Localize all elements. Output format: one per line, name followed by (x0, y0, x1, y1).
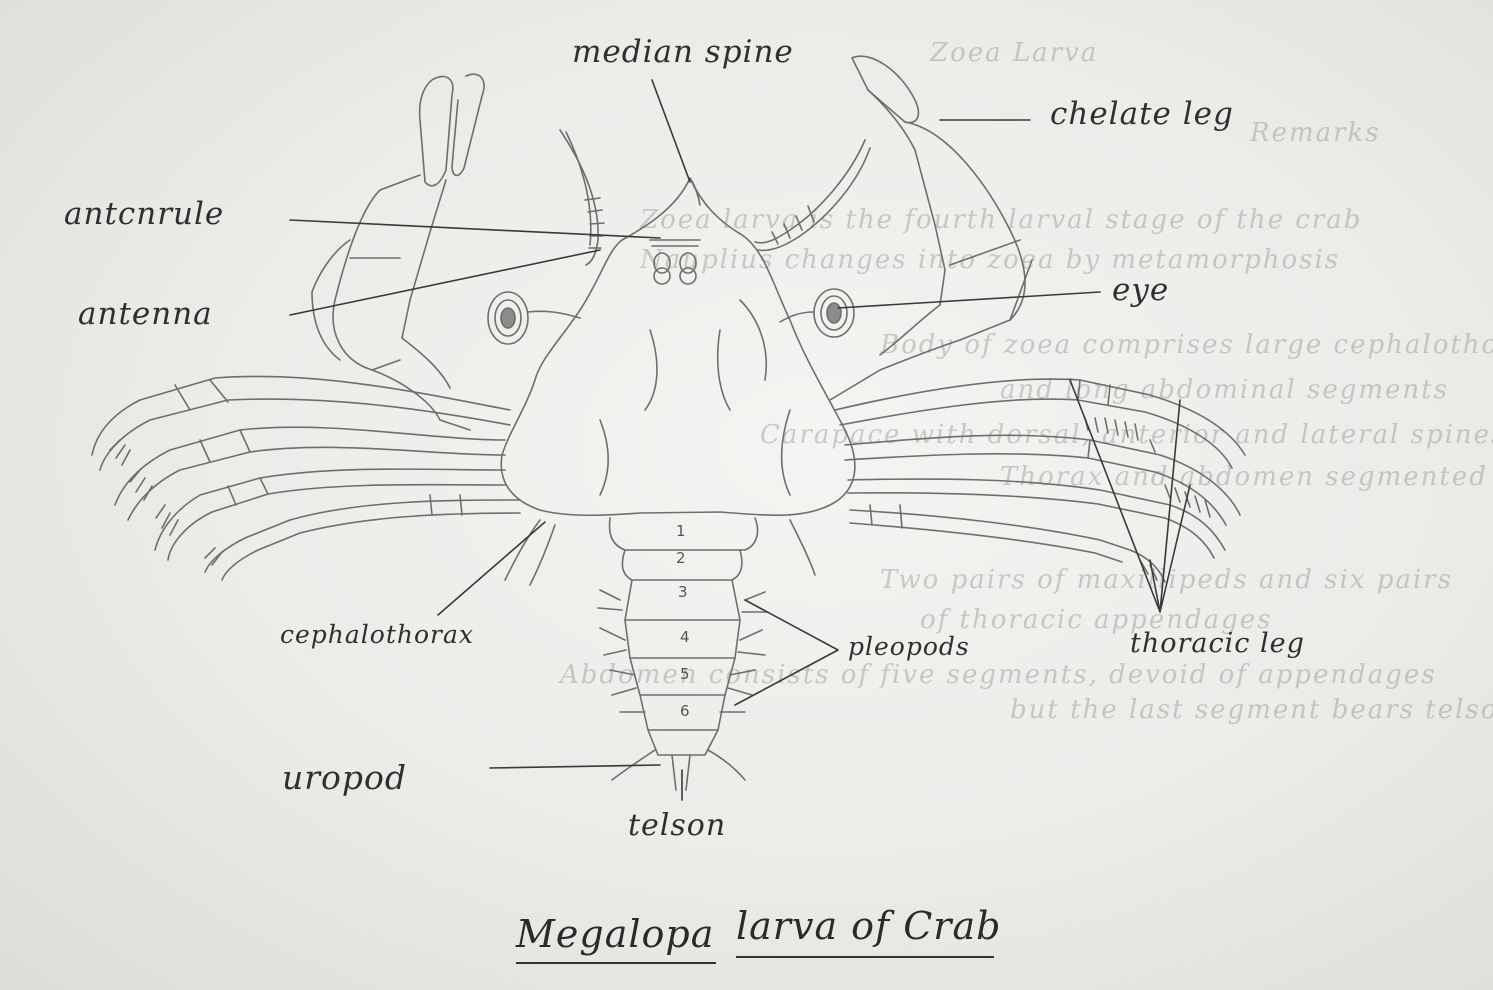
label-pleopods: pleopods (848, 632, 970, 661)
antenna-pointer (290, 250, 600, 315)
pleopods-pointer (735, 600, 838, 705)
segment-number: 3 (678, 583, 688, 601)
uropod-pointer (490, 765, 660, 768)
segment-number: 5 (680, 665, 690, 683)
label-antenna: antenna (78, 296, 213, 332)
label-chelate-leg: chelate leg (1050, 96, 1234, 132)
label-eye: eye (1112, 272, 1169, 308)
segment-number: 6 (680, 702, 690, 720)
label-uropod: uropod (282, 758, 407, 797)
antenna-pair (560, 130, 870, 265)
label-antennule: antcnrule (64, 196, 224, 232)
right-eye (780, 289, 854, 337)
segment-number: 4 (680, 628, 690, 646)
segment-number: 1 (676, 522, 686, 540)
label-thoracic-leg: thoracic leg (1130, 628, 1305, 659)
segment-number: 2 (676, 549, 686, 567)
left-eye (488, 292, 580, 344)
label-telson: telson (628, 808, 726, 843)
title-underline (516, 962, 716, 964)
left-chelate-leg (312, 74, 484, 430)
cephalothorax-pointer (438, 522, 545, 615)
diagram-title-part1: Megalopa (516, 912, 714, 956)
eye-pointer (838, 292, 1100, 308)
right-chelate-leg (830, 56, 1032, 400)
label-median-spine: median spine (572, 34, 794, 70)
median-spine-pointer (652, 80, 690, 182)
right-thoracic-legs (835, 379, 1245, 582)
label-cephalothorax: cephalothorax (280, 620, 474, 649)
diagram-title-part2: larva of Crab (736, 904, 1001, 948)
title-underline (736, 956, 994, 958)
maxilliped-bits (505, 520, 815, 585)
left-thoracic-legs (92, 376, 520, 580)
antennule-bases (650, 240, 700, 284)
